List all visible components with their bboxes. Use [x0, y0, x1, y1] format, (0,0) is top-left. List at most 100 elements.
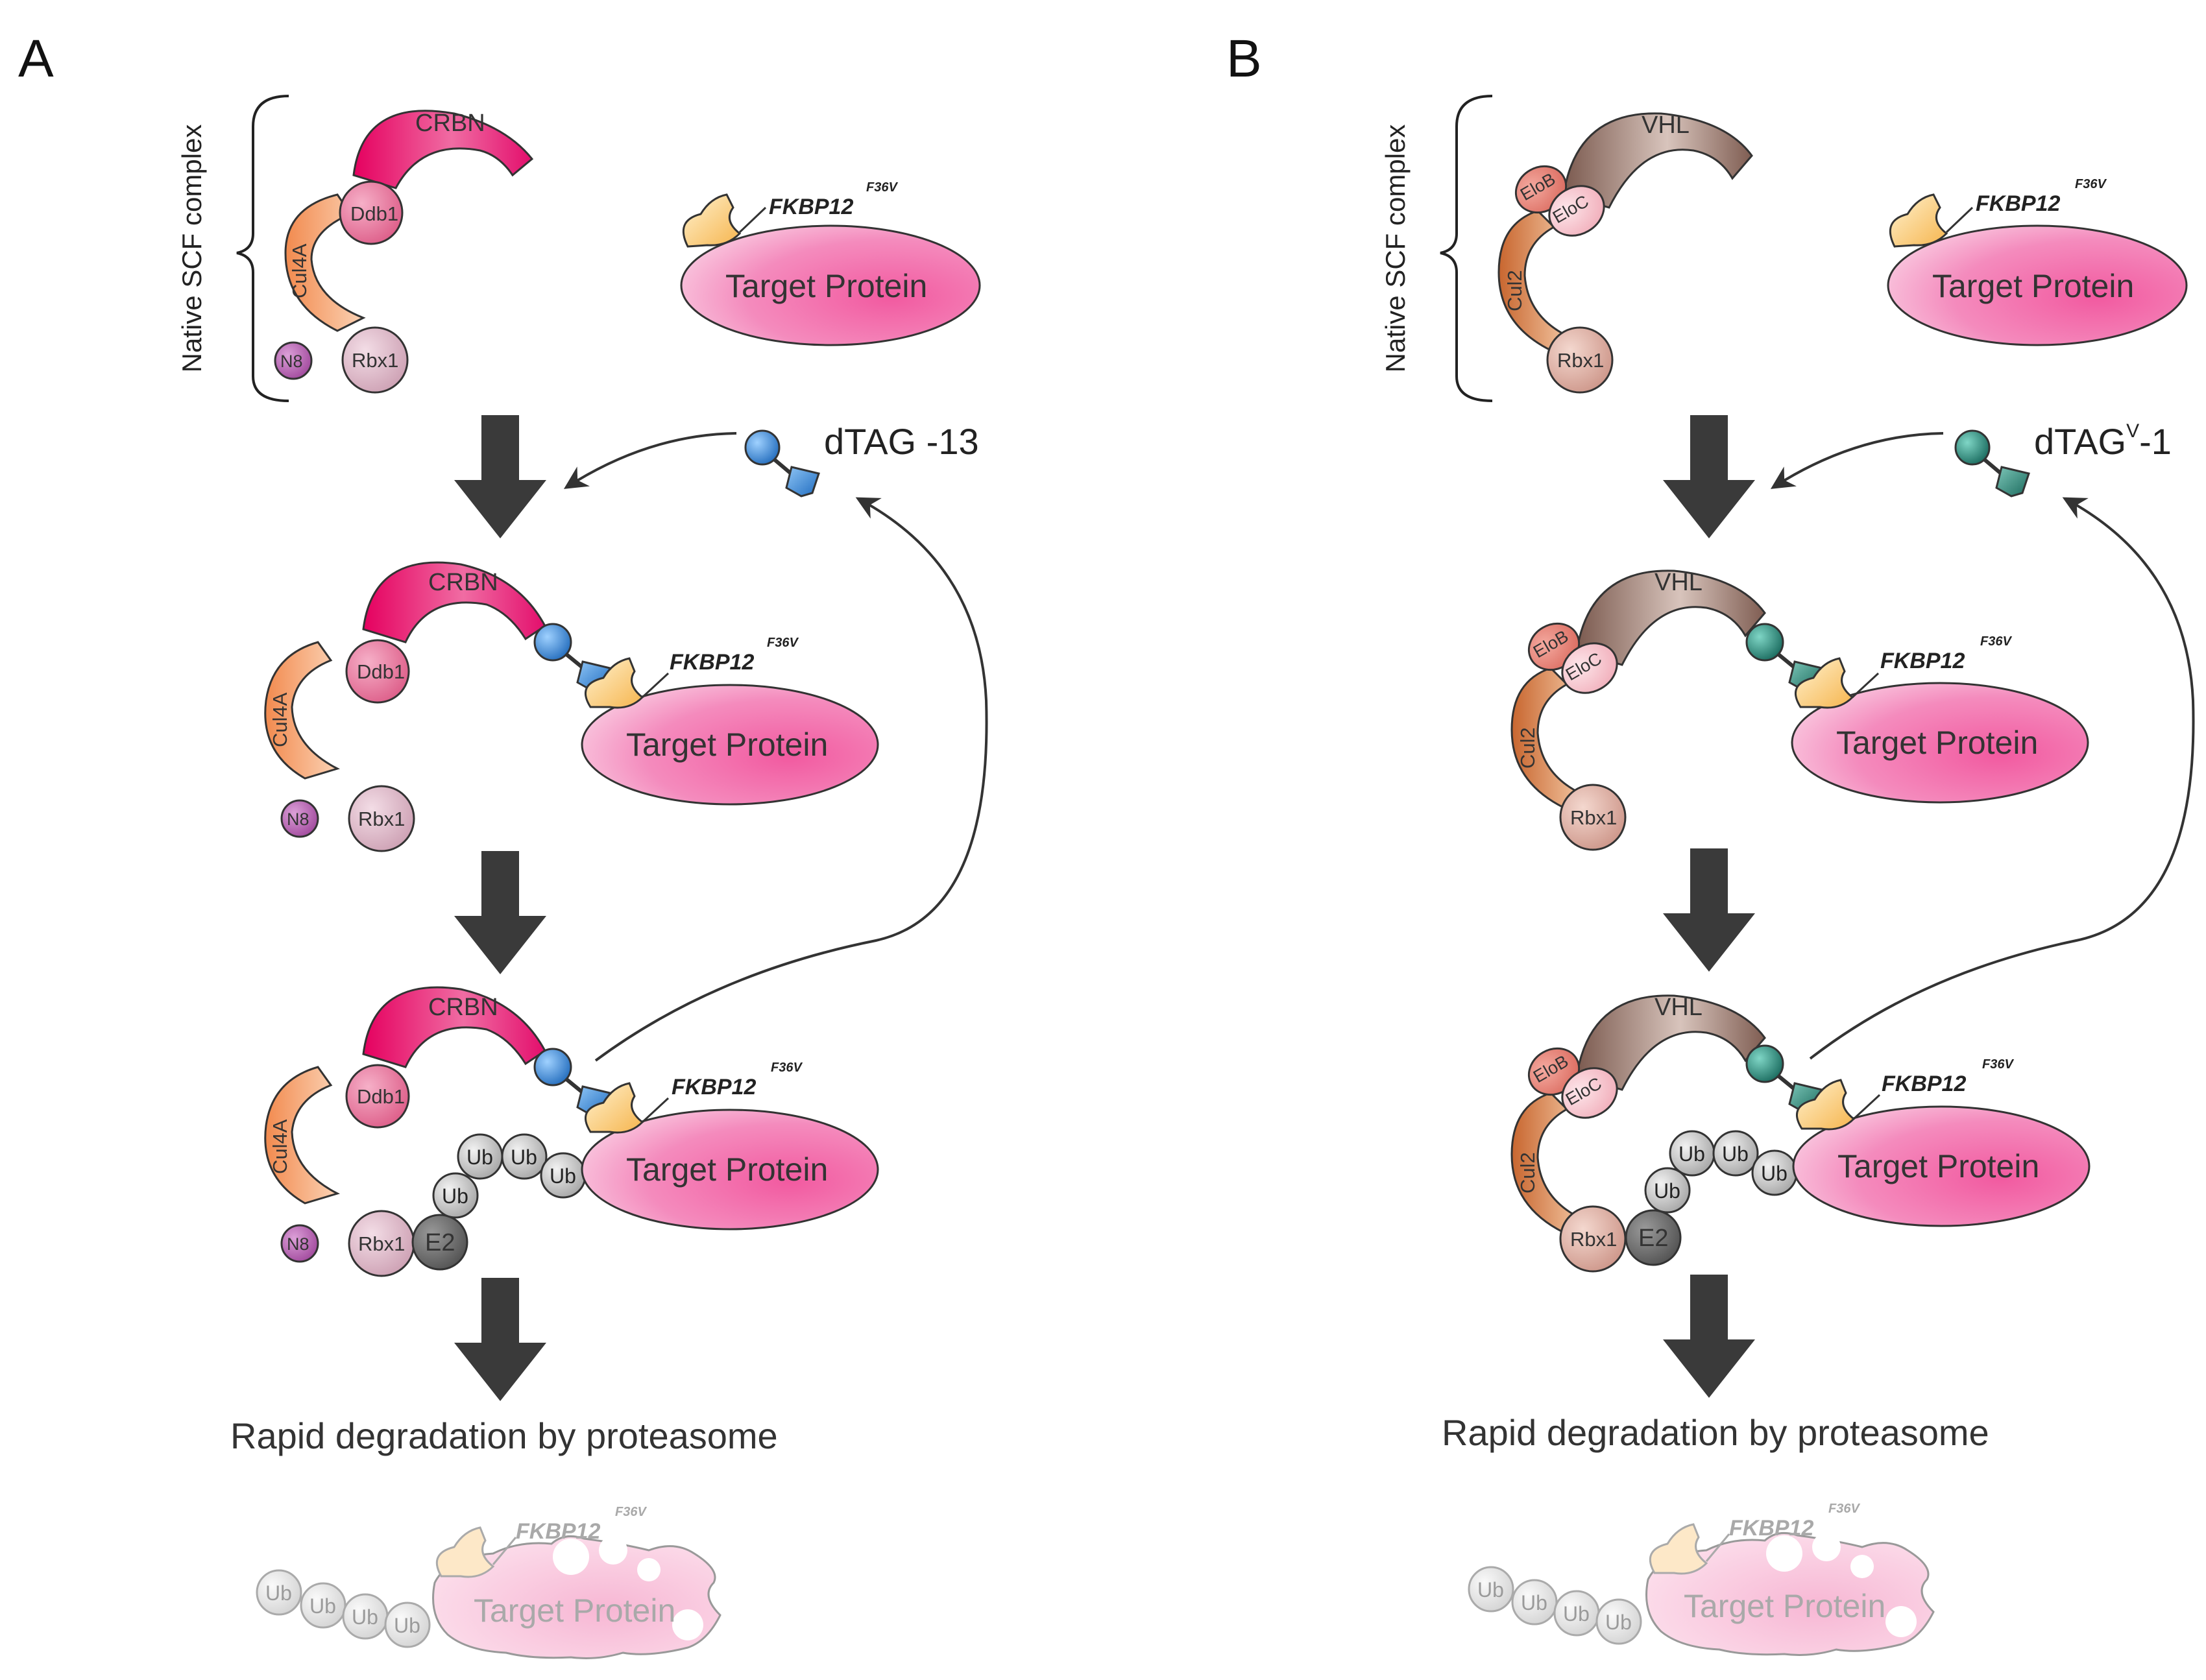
target-label: Target Protein [1837, 1148, 2039, 1184]
ternary-complex-b: Cul2 VHL EloB EloC Rbx1 Target Protein F… [1510, 569, 2089, 851]
rbx1-circle [348, 785, 415, 852]
dtagv1-molecule [1954, 429, 2030, 498]
ubiquitination-complex-b: Cul2 VHL EloB EloC Rbx1 E2 Ub Ub Ub Ub [1510, 994, 2091, 1273]
ub-label: Ub [1654, 1179, 1680, 1203]
panel-a: Native SCF complex Cul4A CRBN Ddb1 Rbx1 … [176, 95, 988, 1659]
ddb1-circle [345, 639, 410, 704]
ub-label: Ub [442, 1184, 468, 1208]
ub-label: Ub [1563, 1602, 1590, 1626]
panel-letter-b: B [1226, 29, 1262, 88]
vhl-label: VHL [1642, 112, 1690, 139]
cullin-shape [264, 1066, 340, 1205]
step-arrow-1 [1663, 415, 1755, 538]
ub-label: Ub [511, 1146, 537, 1169]
ub-3 [1712, 1130, 1759, 1177]
step-arrow-1 [454, 415, 546, 538]
vhl-shape [1562, 112, 1753, 209]
dtag13-molecule [744, 429, 820, 498]
cullin-label: Cul2 [1516, 727, 1539, 769]
panel-b: Native SCF complex Cul2 VHL EloB EloC Rb… [1380, 95, 2195, 1656]
ub-label: Ub [352, 1605, 378, 1629]
panel-letter-a: A [18, 29, 54, 88]
ubiquitination-complex-a: Cul4A CRBN Ddb1 Rbx1 N8 E2 Ub Ub Ub Ub [264, 986, 879, 1277]
fkbp-label: FKBP12 [670, 650, 754, 675]
eloc-ellipse [1548, 185, 1605, 237]
ternary-complex-a: Cul4A CRBN Ddb1 Rbx1 N8 Target Protein F… [264, 561, 879, 852]
fkbp-label: FKBP12 [1976, 191, 2060, 216]
cullin-label: Cul4A [288, 243, 311, 298]
e2-label: E2 [425, 1229, 455, 1256]
fkbp-sup: F36V [2075, 177, 2107, 191]
rbx1-label: Rbx1 [1570, 1228, 1617, 1251]
crbn-shape [362, 986, 546, 1068]
cullin-label: Cul4A [269, 1119, 291, 1174]
n8-label: N8 [287, 1234, 309, 1254]
rbx1-circle [1546, 326, 1614, 394]
fkbp-sup: F36V [1982, 1057, 2014, 1072]
ub-label: Ub [1521, 1591, 1547, 1614]
fkbp-sup: F36V [615, 1505, 647, 1519]
complex-bracket [1440, 95, 1493, 402]
vhl-shape [1575, 570, 1766, 666]
ub-label: Ub [1722, 1142, 1749, 1166]
fkbp-label: FKBP12 [1882, 1072, 1966, 1096]
crbn-label: CRBN [428, 569, 498, 596]
ddb1-circle [345, 1064, 410, 1129]
rbx1-circle [1559, 784, 1627, 851]
fkbp-sup: F36V [767, 636, 799, 650]
degraded-target-a: Target Protein FKBP12 F36V Ub Ub Ub Ub [256, 1505, 721, 1659]
step-arrow-2 [1663, 848, 1755, 972]
step-arrow-2 [454, 851, 546, 974]
eloc-ellipse [1561, 1067, 1618, 1119]
target-label: Target Protein [1932, 268, 2134, 304]
n8-circle [274, 341, 313, 380]
complex-label: Native SCF complex [176, 125, 207, 373]
e2-circle [411, 1214, 468, 1271]
target-label: Target Protein [725, 268, 927, 304]
outcome-label: Rapid degradation by proteasome [1442, 1412, 1989, 1453]
cullin-shape [284, 193, 366, 332]
rbx1-label: Rbx1 [358, 808, 405, 830]
dtag13-label: dTAG -13 [824, 421, 979, 462]
n8-circle [280, 1224, 319, 1263]
fkbp-sup: F36V [771, 1061, 803, 1075]
rbx1-label: Rbx1 [358, 1232, 405, 1255]
target-label: Target Protein [1684, 1588, 1885, 1624]
ddb1-circle [339, 180, 404, 245]
target-label: Target Protein [1836, 725, 2038, 761]
target-protein-b-top: Target Protein FKBP12 F36V [1887, 177, 2188, 346]
rbx1-label: Rbx1 [1570, 806, 1617, 829]
native-complex-b: Cul2 VHL EloB EloC Rbx1 [1497, 112, 1753, 394]
degraded-target-b: Target Protein FKBP12 F36V Ub Ub Ub Ub [1468, 1502, 1935, 1656]
ub-label: Ub [1761, 1162, 1788, 1185]
rbx1-label: Rbx1 [352, 349, 398, 372]
fkbp12-tag-shape [682, 193, 742, 248]
ddb1-label: Ddb1 [357, 1085, 405, 1108]
crbn-label: CRBN [428, 994, 498, 1021]
ub-1 [1644, 1167, 1691, 1214]
recycling-arrow [1809, 497, 2195, 1060]
crbn-shape [362, 561, 546, 643]
fkbp-label: FKBP12 [516, 1519, 600, 1544]
ub-label: Ub [467, 1146, 493, 1169]
ub-label: Ub [550, 1164, 576, 1188]
complex-bracket [236, 95, 289, 402]
cullin-label: Cul4A [269, 692, 291, 747]
step-arrow-3 [454, 1278, 546, 1401]
target-label: Target Protein [626, 1151, 828, 1188]
e2-label: E2 [1638, 1225, 1668, 1252]
dtagv1-main: dTAG [2034, 421, 2126, 462]
ub-label: Ub [394, 1614, 420, 1637]
ub-label: Ub [1605, 1611, 1632, 1634]
crbn-shape [352, 110, 534, 189]
target-protein-a-top: Target Protein FKBP12 F36V [680, 180, 981, 346]
native-complex-a: Cul4A CRBN Ddb1 Rbx1 N8 [274, 110, 534, 394]
ddb1-label: Ddb1 [357, 660, 405, 683]
vhl-label: VHL [1654, 994, 1703, 1021]
ub-3 [501, 1133, 548, 1180]
fkbp-label: FKBP12 [1729, 1516, 1813, 1541]
target-label: Target Protein [474, 1592, 675, 1629]
e2-circle [1625, 1209, 1682, 1266]
ddb1-label: Ddb1 [350, 202, 398, 225]
